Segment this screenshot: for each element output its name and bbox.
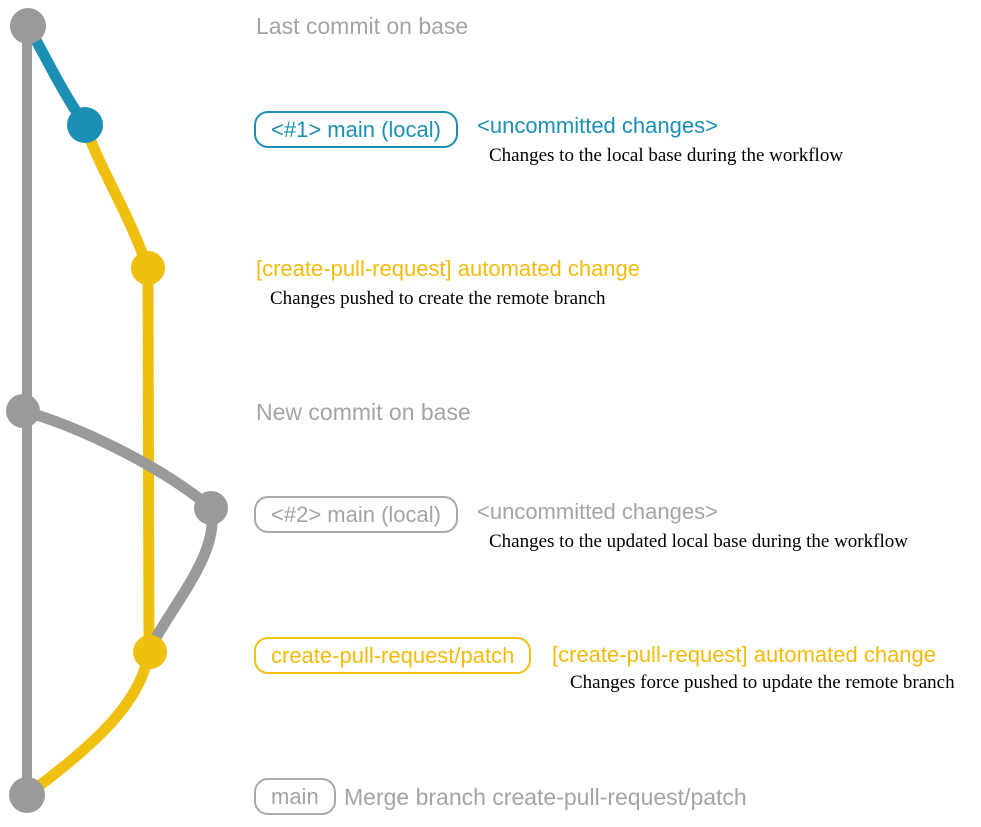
uncommitted-changes-1-label: <uncommitted changes> <box>477 113 718 138</box>
uncommitted-changes-1-description: Changes to the local base during the wor… <box>489 145 844 166</box>
patch-merge-line <box>23 649 155 800</box>
merge-message: Merge branch create-pull-request/patch <box>344 784 747 810</box>
patch-commit-2-node <box>133 635 167 669</box>
new-base-commit-node <box>6 394 40 428</box>
local-main-2-node <box>194 491 228 525</box>
last-base-commit-node <box>10 8 46 44</box>
uncommitted-changes-2-description: Changes to the updated local base during… <box>489 531 908 552</box>
patch-branch-badge: create-pull-request/patch <box>254 637 532 674</box>
patch-branch-line <box>79 123 155 651</box>
uncommitted-changes-2-label: <uncommitted changes> <box>477 499 718 524</box>
automated-change-2-description: Changes force pushed to update the remot… <box>570 672 955 693</box>
local-main-1-node <box>67 107 103 143</box>
updated-local-line <box>21 405 218 651</box>
local-main-2-badge: <#2> main (local) <box>254 496 458 533</box>
local-main-1-badge: <#1> main (local) <box>254 111 458 148</box>
last-commit-heading: Last commit on base <box>256 13 469 39</box>
automated-change-1-label: [create-pull-request] automated change <box>256 256 641 281</box>
merge-commit-node <box>9 777 45 813</box>
main-branch-badge: main <box>254 778 336 815</box>
automated-change-1-description: Changes pushed to create the remote bran… <box>270 288 606 309</box>
patch-commit-1-node <box>131 251 165 285</box>
new-commit-heading: New commit on base <box>256 399 471 425</box>
automated-change-2-label: [create-pull-request] automated change <box>552 642 937 667</box>
